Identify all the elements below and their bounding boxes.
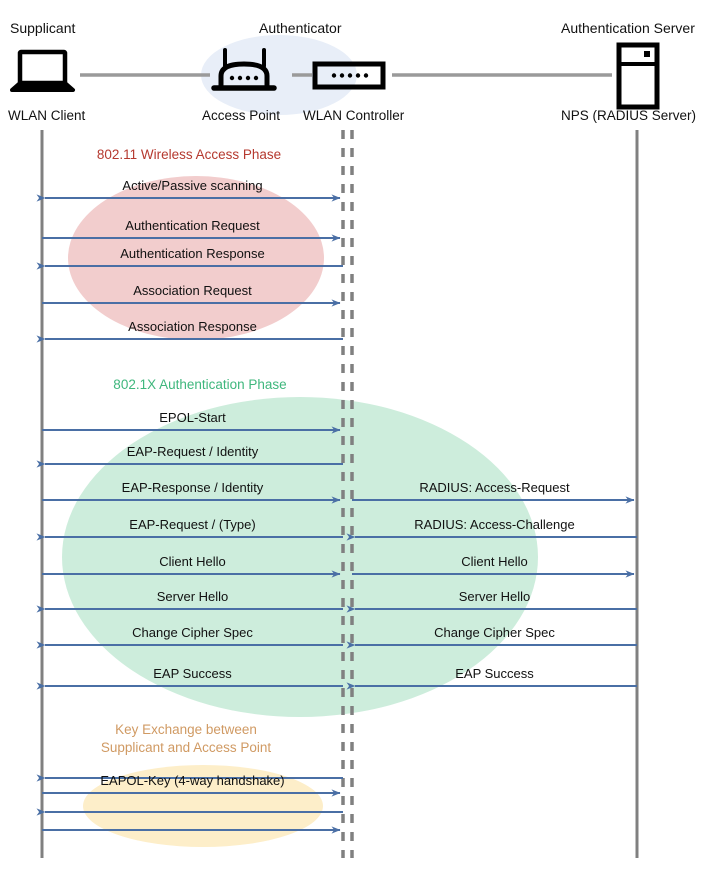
phase-ellipse-group [62, 176, 538, 847]
device-label-wlan-client: WLAN Client [8, 108, 86, 123]
message-label: Client Hello [159, 554, 226, 569]
message-label: EAP-Request / (Type) [129, 517, 256, 532]
message-label: EAP Success [153, 666, 232, 681]
message-label: Client Hello [461, 554, 528, 569]
message-label: EPOL-Start [159, 410, 226, 425]
message-label: Association Response [128, 319, 257, 334]
ellipse-wireless-access [68, 176, 324, 340]
wlan-controller-icon [312, 61, 386, 90]
server-icon [616, 42, 660, 110]
device-label-nps-radius-server: NPS (RADIUS Server) [561, 108, 697, 123]
phase-title-dot1x-authentication: 802.1X Authentication Phase [113, 377, 287, 392]
role-label-authentication-server: Authentication Server [561, 20, 695, 36]
laptop-icon [10, 49, 75, 92]
authenticator-halo [201, 35, 357, 115]
message-label: Change Cipher Spec [434, 625, 555, 640]
role-label-authenticator: Authenticator [259, 20, 342, 36]
device-label-wlan-controller: WLAN Controller [303, 108, 405, 123]
message-label: EAP Success [455, 666, 534, 681]
phase-title-key-exchange-line2: Supplicant and Access Point [100, 740, 272, 755]
message-label: RADIUS: Access-Request [419, 480, 570, 495]
message-label: Association Request [133, 283, 252, 298]
device-label-access-point: Access Point [202, 108, 281, 123]
message-label: EAPOL-Key (4-way handshake) [100, 773, 285, 788]
message-arrow-layer [36, 194, 637, 834]
message-label: Authentication Response [120, 246, 265, 261]
message-label: Server Hello [458, 589, 531, 604]
message-label: EAP-Request / Identity [126, 444, 259, 459]
message-label: Authentication Request [125, 218, 260, 233]
message-label: Server Hello [156, 589, 229, 604]
message-label: EAP-Response / Identity [121, 480, 264, 495]
phase-title-key-exchange-line1: Key Exchange between [115, 722, 257, 737]
phase-title-wireless-access: 802.11 Wireless Access Phase [96, 147, 282, 162]
lifelines [40, 130, 639, 858]
ellipse-dot1x-authentication [62, 397, 538, 717]
role-label-supplicant: Supplicant [10, 20, 76, 36]
message-label: Change Cipher Spec [132, 625, 253, 640]
message-label: RADIUS: Access-Challenge [414, 517, 575, 532]
message-label: Active/Passive scanning [122, 178, 263, 193]
access-point-icon [211, 48, 277, 91]
ellipse-key-exchange [83, 765, 323, 847]
